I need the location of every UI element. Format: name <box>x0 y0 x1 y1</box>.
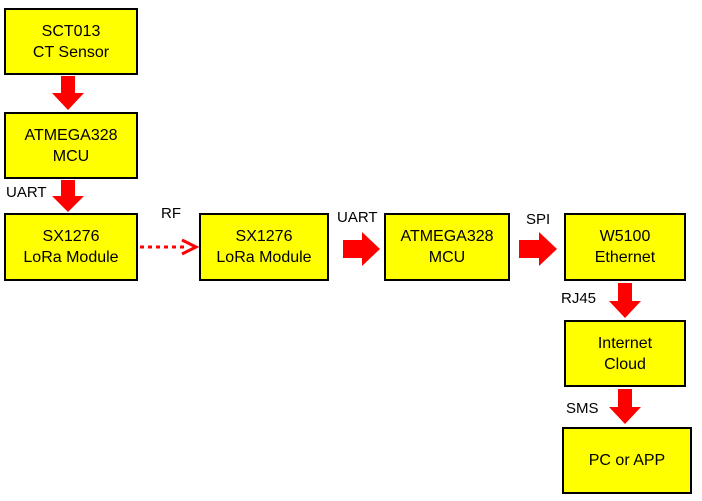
sx1276-lora-rx-box: SX1276 LoRa Module <box>199 213 329 281</box>
rf-arrowhead-icon <box>181 238 200 256</box>
box-label: CT Sensor <box>32 43 110 61</box>
box-label: MCU <box>52 147 90 165</box>
box-label: SX1276 <box>235 228 293 245</box>
uart-label-1: UART <box>6 184 47 201</box>
sms-label: SMS <box>566 400 599 417</box>
box-label: W5100 <box>599 228 651 245</box>
arrow-down-icon <box>609 283 641 318</box>
box-label: MCU <box>428 249 466 266</box>
internet-cloud-box: Internet Cloud <box>564 320 686 387</box>
box-label: Cloud <box>604 355 646 373</box>
box-label: PC or APP <box>588 452 666 469</box>
box-label: Internet <box>597 334 653 352</box>
box-label: Ethernet <box>594 249 656 266</box>
arrow-down-icon <box>52 76 84 110</box>
uart-label-2: UART <box>337 209 378 226</box>
arrow-down-icon <box>609 389 641 424</box>
box-label: LoRa Module <box>216 249 312 266</box>
arrow-right-icon <box>519 232 557 266</box>
box-label: SX1276 <box>42 228 100 245</box>
box-label: ATMEGA328 <box>400 228 494 245</box>
rj45-label: RJ45 <box>561 290 597 307</box>
atmega328-mcu-tx-box: ATMEGA328 MCU <box>4 112 138 179</box>
box-label: ATMEGA328 <box>24 126 118 144</box>
pc-or-app-box: PC or APP <box>562 427 692 494</box>
box-label: SCT013 <box>41 22 101 40</box>
w5100-ethernet-box: W5100 Ethernet <box>564 213 686 281</box>
arrow-right-icon <box>343 232 380 266</box>
sx1276-lora-tx-box: SX1276 LoRa Module <box>4 213 138 281</box>
arrow-down-icon <box>52 180 84 212</box>
rf-label: RF <box>161 205 181 222</box>
spi-label: SPI <box>526 211 551 228</box>
atmega328-mcu-rx-box: ATMEGA328 MCU <box>384 213 510 281</box>
sct013-ct-sensor-box: SCT013 CT Sensor <box>4 8 138 75</box>
box-label: LoRa Module <box>23 249 119 266</box>
